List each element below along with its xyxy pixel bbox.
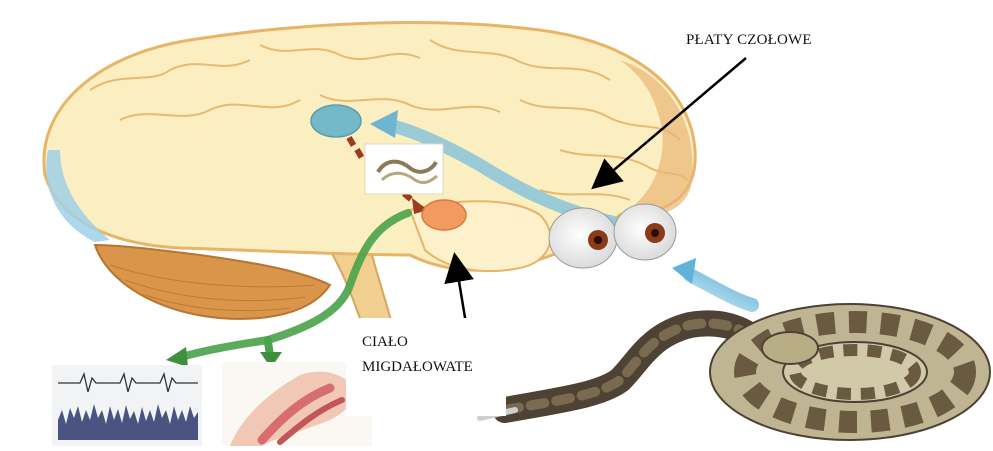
thalamus xyxy=(311,105,361,137)
frontal-lobes-label: PŁATY CZOŁOWE xyxy=(686,30,812,50)
snake-to-eyes-arrow xyxy=(690,275,752,305)
amygdala xyxy=(422,200,466,230)
amygdala-label-line1: CIAŁO xyxy=(362,332,408,352)
snake-image-icon xyxy=(365,144,443,194)
ecg-chart-icon xyxy=(52,365,202,446)
amygdala-label-line2: MIGDAŁOWATE xyxy=(362,357,473,377)
snake-icon xyxy=(480,304,990,440)
